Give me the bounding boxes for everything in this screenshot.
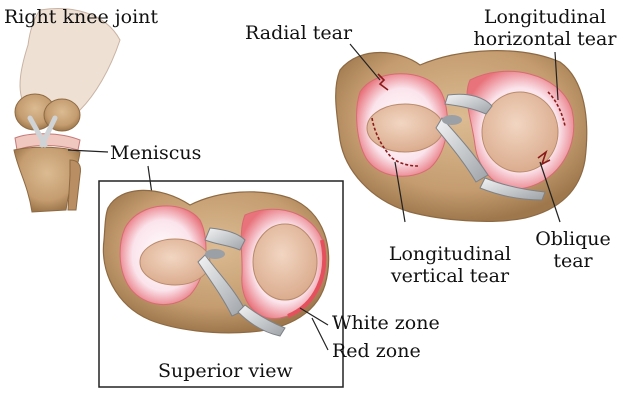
radial-tear-mark [377,73,389,91]
longitudinal-horizontal-tear-label: Longitudinal horizontal tear [470,6,620,50]
label-line: tear [553,250,593,272]
white-zone-label: White zone [332,312,440,334]
longitudinal-vertical-tear-label: Longitudinal vertical tear [375,243,525,287]
title-label: Right knee joint [4,6,159,28]
label-line: Oblique [535,228,611,250]
knee-joint-illustration [13,8,121,213]
cruciate-ligament [204,227,246,251]
meniscus-band [14,133,81,151]
lateral-cartilage [252,223,318,301]
meniscus-label: Meniscus [110,142,202,164]
radial-tear-label: Radial tear [245,22,353,44]
radial-tear-leader [349,43,381,81]
oblique-tear-label: Oblique tear [528,228,618,272]
label-line: Longitudinal [388,243,512,265]
label-line: Longitudinal [483,6,607,28]
superior-view-illustration [102,189,330,337]
label-line: vertical tear [390,265,510,287]
vertical-tear-leader [394,161,406,223]
vertical-tear-mark [371,117,419,167]
oblique-tear-mark [537,149,551,166]
meniscus-tears-illustration [335,50,588,222]
oblique-tear-leader [539,161,561,223]
superior-view-frame [98,180,344,388]
red-zone-label: Red zone [332,340,421,362]
meniscus-leader [67,149,109,153]
red-zone-leader [311,317,329,351]
superior-view-label: Superior view [158,360,293,382]
label-line: horizontal tear [473,28,617,50]
fibula [67,159,81,211]
white-zone-leader [299,307,329,326]
horizontal-tear-mark [547,91,566,127]
horizontal-tear-leader [554,51,559,101]
